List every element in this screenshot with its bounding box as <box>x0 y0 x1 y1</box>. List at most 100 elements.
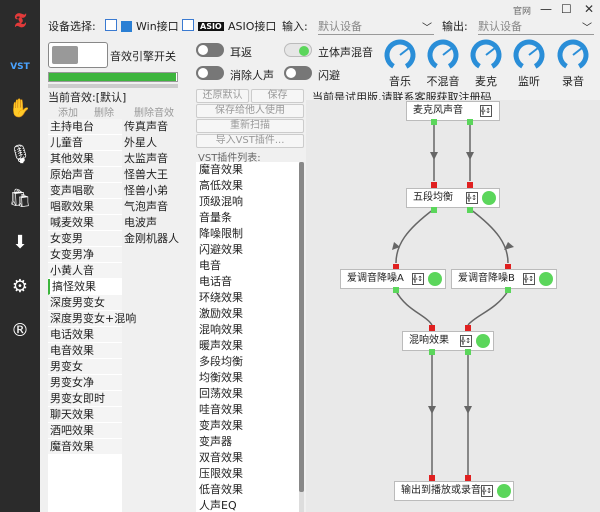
rescan-button[interactable]: 重新扫描 <box>196 119 304 133</box>
effect-category-item[interactable]: 魔音效果 <box>48 439 122 455</box>
node-denoise-a[interactable]: 爱调音降噪A ╬↕ <box>340 269 446 289</box>
status-dot-icon[interactable] <box>539 272 553 286</box>
settings-icon[interactable]: ╬↕ <box>460 335 472 347</box>
add-effect-button[interactable]: 添加 <box>58 108 78 119</box>
earback-toggle[interactable] <box>196 43 224 57</box>
vst-plugin-item[interactable]: 多段均衡 <box>199 355 243 368</box>
delete-effect-button[interactable]: 删除音效 <box>134 108 174 119</box>
delete-button[interactable]: 删除 <box>94 108 114 119</box>
vst-plugin-item[interactable]: 音量条 <box>199 211 232 224</box>
reset-default-button[interactable]: 还原默认 <box>196 89 249 103</box>
vst-list-scrollbar[interactable] <box>299 162 304 512</box>
effect-category-item[interactable]: 深度男变女+混响 <box>48 311 137 327</box>
save-button[interactable]: 保存 <box>251 89 304 103</box>
vst-plugin-item[interactable]: 闪避效果 <box>199 243 243 256</box>
effect-category-item[interactable]: 女变男净 <box>48 247 122 263</box>
microphone-icon[interactable]: 🎙 <box>8 143 32 165</box>
effect-category-item[interactable]: 其他效果 <box>48 151 122 167</box>
vst-plugin-item[interactable]: 低音效果 <box>199 483 243 496</box>
vst-plugin-item[interactable]: 魔音效果 <box>199 163 243 176</box>
knob-record[interactable]: 录音 <box>553 38 593 89</box>
effect-category-item[interactable]: 女变男 <box>48 231 122 247</box>
maximize-button[interactable]: ☐ <box>561 2 572 16</box>
vst-plugin-item[interactable]: 高低效果 <box>199 179 243 192</box>
dodge-toggle[interactable] <box>284 66 312 80</box>
vst-plugin-item[interactable]: 变声效果 <box>199 419 243 432</box>
status-dot-icon[interactable] <box>497 484 511 498</box>
vst-plugin-item[interactable]: 变声器 <box>199 435 232 448</box>
effect-preset-item[interactable]: 外星人 <box>124 136 157 149</box>
settings-icon[interactable]: ╬↕ <box>523 273 535 285</box>
knob-mic[interactable]: 麦克 <box>466 38 506 89</box>
hand-icon[interactable]: ✋ <box>8 97 32 119</box>
shopping-bag-icon[interactable]: 🛍 <box>8 187 32 209</box>
vst-plugin-item[interactable]: 电话音 <box>199 275 232 288</box>
effect-preset-item[interactable]: 电波声 <box>124 216 157 229</box>
vst-plugin-item[interactable]: 激励效果 <box>199 307 243 320</box>
download-icon[interactable]: ⬇ <box>12 231 28 253</box>
effect-preset-item[interactable]: 怪兽小弟 <box>124 184 168 197</box>
vst-plugin-item[interactable]: 双音效果 <box>199 451 243 464</box>
effect-category-item[interactable]: 电音效果 <box>48 343 122 359</box>
minimize-button[interactable]: — <box>540 2 552 16</box>
settings-icon[interactable]: ╬↕ <box>412 273 424 285</box>
official-site-link[interactable]: 官网 <box>513 7 532 17</box>
vst-plugin-item[interactable]: 顶级混响 <box>199 195 243 208</box>
effect-category-item[interactable]: 原始声音 <box>48 167 122 183</box>
knob-music[interactable]: 音乐 <box>380 38 420 89</box>
vst-plugin-item[interactable]: 均衡效果 <box>199 371 243 384</box>
effect-category-item[interactable]: 电话效果 <box>48 327 122 343</box>
stereo-mix-toggle[interactable] <box>284 43 312 57</box>
status-dot-icon[interactable] <box>428 272 442 286</box>
status-dot-icon[interactable] <box>476 334 490 348</box>
effect-category-item[interactable]: 喊麦效果 <box>48 215 122 231</box>
node-reverb[interactable]: 混响效果 ╬↕ <box>402 331 494 351</box>
effect-preset-item[interactable]: 太监声音 <box>124 152 168 165</box>
effect-category-item[interactable]: 酒吧效果 <box>48 423 122 439</box>
settings-icon[interactable]: ╬↕ <box>480 105 492 117</box>
vst-plugin-item[interactable]: 环绕效果 <box>199 291 243 304</box>
node-output[interactable]: 输出到播放或录音 ╬↕ <box>394 481 514 501</box>
effect-category-item[interactable]: 聊天效果 <box>48 407 122 423</box>
win-interface-checkbox[interactable] <box>105 18 117 31</box>
effect-category-item[interactable]: 搞怪效果 <box>48 279 122 295</box>
vst-plugin-item[interactable]: 电音 <box>199 259 221 272</box>
effect-preset-item[interactable]: 气泡声音 <box>124 200 168 213</box>
asio-interface-checkbox[interactable] <box>182 18 194 31</box>
effect-preset-item[interactable]: 传真声音 <box>124 120 168 133</box>
effect-category-item[interactable]: 唱歌效果 <box>48 199 122 215</box>
settings-icon[interactable]: ╬↕ <box>481 485 493 497</box>
registered-icon[interactable]: ® <box>11 319 29 341</box>
effect-engine-toggle[interactable] <box>48 42 108 68</box>
vst-plugin-item[interactable]: 混响效果 <box>199 323 243 336</box>
vst-plugin-item[interactable]: 降噪限制 <box>199 227 243 240</box>
effect-category-item[interactable]: 小黄人音 <box>48 263 122 279</box>
effect-category-item[interactable]: 深度男变女 <box>48 295 122 311</box>
remove-vocal-toggle[interactable] <box>196 66 224 80</box>
vst-plugin-item[interactable]: 人声EQ <box>199 499 237 512</box>
effect-category-item[interactable]: 儿童音 <box>48 135 122 151</box>
settings-icon[interactable]: ╬↕ <box>466 192 478 204</box>
status-dot-icon[interactable] <box>482 191 496 205</box>
effect-preset-item[interactable]: 怪兽大王 <box>124 168 168 181</box>
effect-preset-item[interactable]: 金刚机器人 <box>124 232 179 245</box>
input-device-select[interactable]: 默认设备 ﹀ <box>318 18 434 35</box>
effect-category-item[interactable]: 变声唱歌 <box>48 183 122 199</box>
vst-plugin-item[interactable]: 回荡效果 <box>199 387 243 400</box>
knob-monitor[interactable]: 监听 <box>509 38 549 89</box>
import-vst-button[interactable]: 导入VST插件... <box>196 134 304 148</box>
vst-plugin-item[interactable]: 哇音效果 <box>199 403 243 416</box>
output-device-select[interactable]: 默认设备 ﹀ <box>478 18 594 35</box>
effect-category-item[interactable]: 主持电台 <box>48 119 122 135</box>
save-for-others-button[interactable]: 保存给他人使用 <box>196 104 304 118</box>
node-eq[interactable]: 五段均衡 ╬↕ <box>406 188 500 208</box>
node-denoise-b[interactable]: 爱调音降噪B ╬↕ <box>451 269 557 289</box>
vst-plugin-item[interactable]: 暖声效果 <box>199 339 243 352</box>
effect-category-item[interactable]: 男变女即时 <box>48 391 122 407</box>
gear-icon[interactable]: ⚙ <box>11 275 29 297</box>
effect-category-item[interactable]: 男变女净 <box>48 375 122 391</box>
close-button[interactable]: ✕ <box>584 2 595 16</box>
knob-nomix[interactable]: 不混音 <box>423 38 463 89</box>
effect-category-item[interactable]: 男变女 <box>48 359 122 375</box>
vst-plugin-item[interactable]: 压限效果 <box>199 467 243 480</box>
